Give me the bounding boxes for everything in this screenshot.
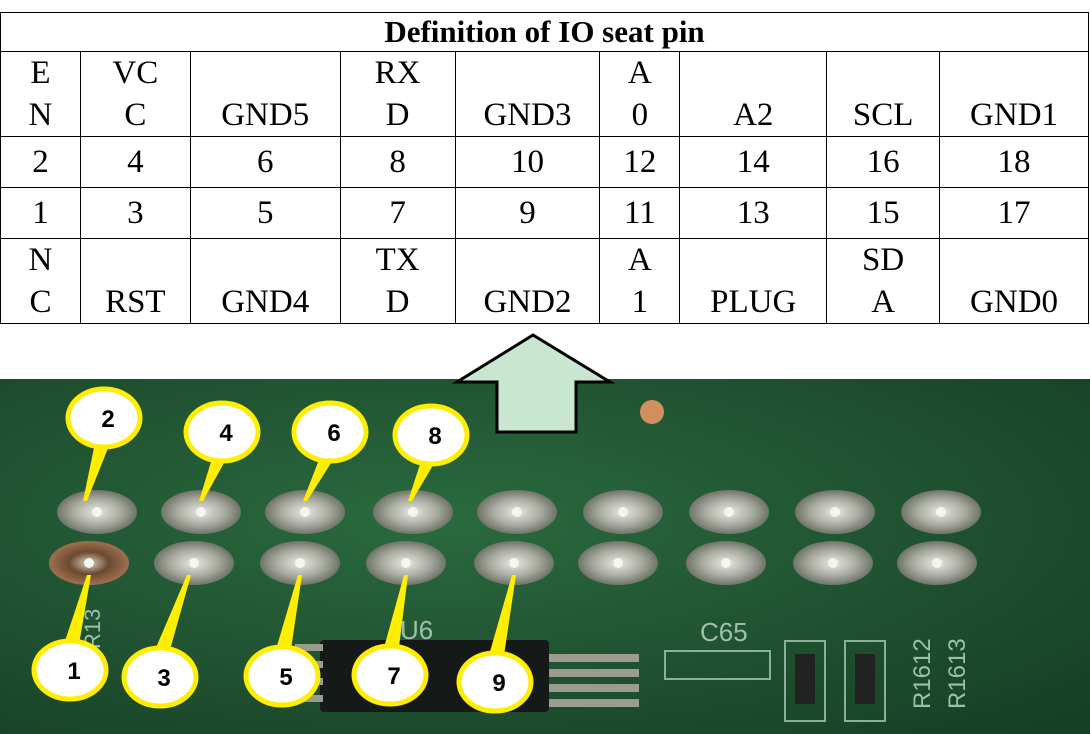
pin-callout-label: 6 xyxy=(327,420,340,447)
callout-pointer xyxy=(487,575,516,662)
pin-callout xyxy=(121,645,199,709)
pin-number-cell: 14 xyxy=(679,136,828,188)
pin-number-cell: 11 xyxy=(599,187,681,239)
pin-callout-label: 8 xyxy=(428,423,441,450)
pin-callout-label: 3 xyxy=(157,665,170,692)
pin-label-cell: N C xyxy=(0,238,81,324)
pin-number-cell: 9 xyxy=(454,187,601,239)
pin-callout xyxy=(31,638,109,702)
pin-label-cell: RST xyxy=(79,238,191,324)
pin-label-cell: GND5 xyxy=(189,51,341,137)
pin-callout xyxy=(456,650,534,714)
callout-pointer xyxy=(62,575,91,650)
pin-callout-label: 4 xyxy=(219,420,233,447)
pin-label-cell: GND0 xyxy=(939,238,1089,324)
svg-text:R1612: R1612 xyxy=(909,638,936,709)
callout-pointer xyxy=(199,452,230,501)
pin-number-cell: 8 xyxy=(339,136,456,188)
pin-number-cell: 6 xyxy=(189,136,341,188)
pin-callout xyxy=(243,644,321,708)
pin-number-cell: 7 xyxy=(339,187,456,239)
svg-text:C65: C65 xyxy=(700,617,748,647)
svg-text:U6: U6 xyxy=(400,615,433,645)
pin-label-cell: VC C xyxy=(79,51,191,137)
callout-pointer xyxy=(152,575,191,657)
pin-label-cell: GND2 xyxy=(454,238,601,324)
callout-pointer xyxy=(303,452,338,501)
pin-label-cell: TX D xyxy=(339,238,456,324)
pin-callout-label: 1 xyxy=(67,658,80,685)
pin-label-cell: SCL xyxy=(826,51,941,137)
pin-callout-label: 7 xyxy=(387,663,400,690)
pin-number-cell: 5 xyxy=(189,187,341,239)
pin-callout-label: 2 xyxy=(101,406,114,433)
table-title: Definition of IO seat pin xyxy=(0,12,1089,52)
pin-callout-label: 9 xyxy=(492,670,505,697)
pin-label-cell: PLUG xyxy=(679,238,828,324)
pin-number-cell: 10 xyxy=(454,136,601,188)
pin-callout xyxy=(65,386,143,450)
callout-pointer xyxy=(408,455,439,501)
pin-label-cell: A 0 xyxy=(599,51,681,137)
pin-label-cell: A2 xyxy=(679,51,828,137)
pin-number-cell: 3 xyxy=(79,187,191,239)
svg-text:R1613: R1613 xyxy=(944,638,971,709)
pin-label-cell: GND4 xyxy=(189,238,341,324)
callout-pointer xyxy=(83,438,112,501)
pin-number-cell: 16 xyxy=(826,136,941,188)
pin-callout xyxy=(392,403,470,467)
pin-label-cell: A 1 xyxy=(599,238,681,324)
pin-label-cell: RX D xyxy=(339,51,456,137)
pin-callout xyxy=(183,400,261,464)
pin-callout-label: 5 xyxy=(279,664,292,691)
pin-number-cell: 15 xyxy=(826,187,941,239)
pin-number-cell: 13 xyxy=(679,187,828,239)
pin-callout xyxy=(291,400,369,464)
pin-label-cell: GND3 xyxy=(454,51,601,137)
pin-callout xyxy=(351,643,429,707)
pin-label-cell: SD A xyxy=(826,238,941,324)
callout-pointer xyxy=(382,575,408,655)
callout-pointer xyxy=(274,575,302,656)
pin-number-cell: 2 xyxy=(0,136,81,188)
pin-label-cell: E N xyxy=(0,51,81,137)
pin-label-cell: GND1 xyxy=(939,51,1089,137)
